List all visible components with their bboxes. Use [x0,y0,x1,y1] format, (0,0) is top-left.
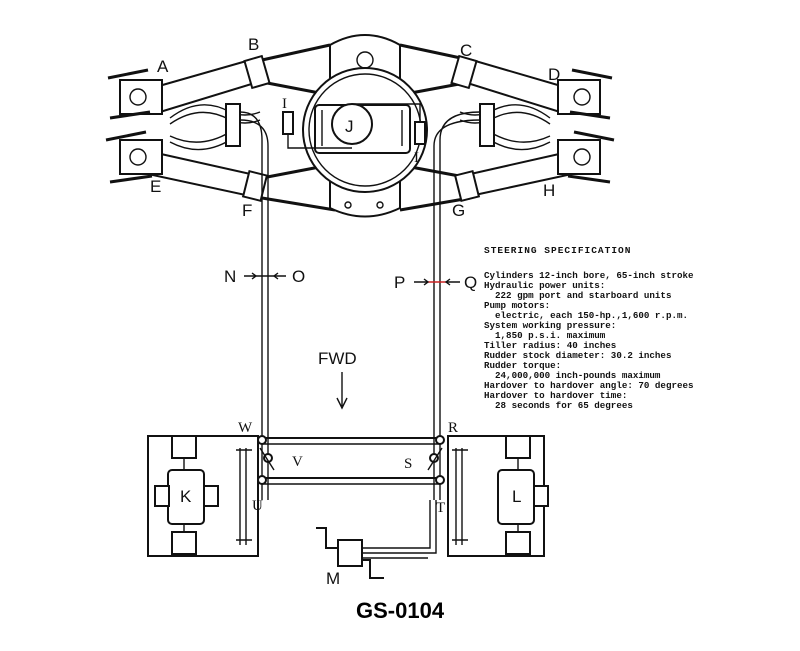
spec-line: Rudder torque: [484,360,561,371]
power-unit-port [147,435,259,557]
spec-line: Pump motors: [484,300,550,311]
spec-line: 28 seconds for 65 degrees [484,400,633,411]
label-l: L [512,487,521,506]
label-r: R [448,420,458,436]
spec-line: Hydraulic power units: [484,280,605,291]
label-k: K [180,487,192,506]
label-i-left: I [282,96,287,112]
label-e: E [150,177,161,196]
spec-title: STEERING SPECIFICATION [484,245,631,256]
spec-line: Hardover to hardover angle: 70 degrees [484,380,694,391]
label-c: C [460,41,472,60]
label-a: A [157,57,169,76]
label-fwd: FWD [318,349,357,368]
hydraulic-lines [239,111,481,500]
label-t: T [436,500,445,516]
steering-specification: STEERING SPECIFICATION Cylinders 12-inch… [484,245,694,411]
hand-pump [316,500,437,579]
spec-line: 222 gpm port and starboard units [484,290,671,301]
label-i-right: I [414,150,419,166]
label-d: D [548,65,560,84]
label-m: M [326,569,340,588]
spec-line: System working pressure: [484,320,616,331]
spec-line: Cylinders 12-inch bore, 65-inch stroke [484,270,694,281]
label-n: N [224,267,236,286]
label-j: J [345,117,354,136]
label-o: O [292,267,305,286]
spec-line: 24,000,000 inch-pounds maximum [484,370,661,381]
diagram-labels: A B C D E F G H I I J K L M N O P Q R S … [150,35,560,588]
spec-line: Tiller radius: 40 inches [484,340,616,351]
label-s: S [404,456,412,472]
label-q: Q [464,273,477,292]
label-h: H [543,181,555,200]
label-v: V [292,454,303,470]
label-u: U [252,498,263,514]
spec-line: electric, each 150-hp.,1,600 r.p.m. [484,310,688,321]
label-g: G [452,201,465,220]
figure-caption: GS-0104 [356,598,445,623]
ram-cylinders [105,54,615,203]
spec-line: Rudder stock diameter: 30.2 inches [484,350,671,361]
spec-line: Hardover to hardover time: [484,390,627,401]
power-unit-starboard [447,435,549,557]
label-w: W [238,420,253,436]
label-b: B [248,35,259,54]
spec-line: 1,850 p.s.i. maximum [484,330,606,341]
label-p: P [394,273,405,292]
label-f: F [242,201,252,220]
tiller-assembly [261,34,471,218]
